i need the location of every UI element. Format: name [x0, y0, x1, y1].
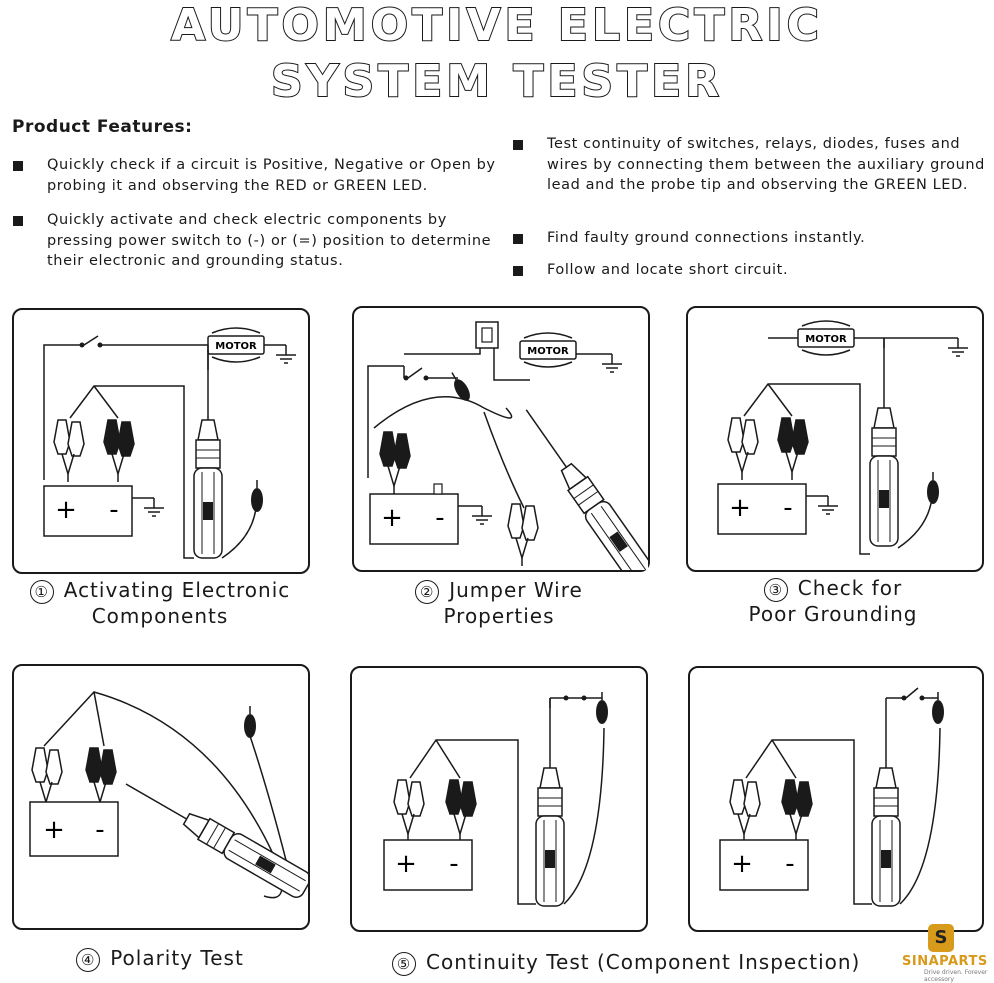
battery-plus: +	[731, 849, 753, 879]
battery-plus: +	[55, 495, 77, 525]
motor-label: MOTOR	[805, 334, 847, 345]
title-line-1: AUTOMOTIVE ELECTRIC	[170, 0, 823, 51]
bullet-icon	[513, 266, 523, 276]
feature-left-1: Quickly check if a circuit is Positive, …	[13, 155, 507, 196]
bullet-icon	[513, 234, 523, 244]
panel-activating-components: MOTOR + -	[12, 308, 310, 574]
battery-minus: -	[783, 493, 792, 523]
battery-plus: +	[395, 849, 417, 879]
motor-label: MOTOR	[527, 346, 569, 357]
caption-number: ②	[415, 579, 440, 604]
diagram-activating-components: MOTOR + -	[43, 327, 297, 559]
diagram-continuity-test-a: + -	[383, 691, 609, 907]
bullet-icon	[13, 161, 23, 171]
logo-tagline: Drive driven. Forever accessory	[924, 969, 988, 983]
battery-minus: -	[785, 849, 794, 879]
panel-jumper-wire: MOTOR + -	[352, 306, 650, 572]
title-line-2: SYSTEM TESTER	[270, 56, 724, 107]
logo-name: SINAPARTS	[902, 954, 988, 969]
battery-minus: -	[435, 503, 444, 533]
battery-minus: -	[449, 849, 458, 879]
diagram-poor-grounding: MOTOR + -	[717, 320, 969, 555]
diagram-jumper-wire: MOTOR + -	[367, 321, 648, 570]
caption-number: ④	[76, 947, 101, 972]
feature-left-2: Quickly activate and check electric comp…	[13, 210, 492, 272]
battery-minus: -	[109, 495, 118, 525]
caption-number: ③	[763, 577, 788, 602]
motor-label: MOTOR	[215, 341, 257, 352]
panel-polarity-test: + -	[12, 664, 310, 930]
features-heading: Product Features:	[12, 117, 193, 137]
panel-poor-grounding: MOTOR + -	[686, 306, 984, 572]
feature-right-1: Test continuity of switches, relays, dio…	[513, 134, 993, 196]
battery-plus: +	[729, 493, 751, 523]
diagram-polarity-test: + -	[29, 691, 308, 901]
feature-right-3: Follow and locate short circuit.	[513, 260, 987, 281]
panel-continuity-test-b: + -	[688, 666, 984, 932]
battery-minus: -	[95, 815, 104, 845]
caption-number: ⑤	[392, 951, 416, 976]
logo-badge: S	[928, 924, 954, 952]
caption-number: ①	[29, 579, 54, 604]
diagram-continuity-test-b: + -	[719, 687, 945, 907]
bullet-icon	[13, 216, 23, 226]
battery-plus: +	[381, 503, 403, 533]
brand-logo: S SINAPARTS Drive driven. Forever access…	[902, 924, 992, 983]
feature-right-2: Find faulty ground connections instantly…	[513, 228, 987, 249]
bullet-icon	[513, 140, 523, 150]
panel-continuity-test-a: + -	[350, 666, 648, 932]
battery-plus: +	[43, 815, 65, 845]
